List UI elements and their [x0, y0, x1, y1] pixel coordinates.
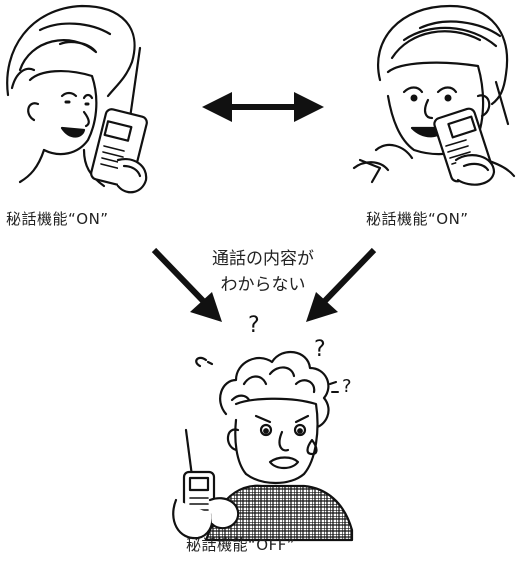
double-arrow-icon	[202, 92, 324, 122]
confused-man-with-radio-icon: ? ? ?	[172, 313, 354, 542]
svg-text:?: ?	[314, 337, 326, 362]
left-person-label: 秘話機能“ON”	[6, 210, 109, 228]
caption-line-2: わからない	[220, 275, 306, 295]
right-person-label: 秘話機能“ON”	[366, 210, 469, 228]
arrow-down-right-icon	[151, 247, 222, 322]
bottom-person-label: 秘話機能“OFF”	[186, 536, 296, 554]
svg-text:?: ?	[248, 313, 260, 338]
caption: 通話の内容が わからない	[204, 246, 322, 298]
man-with-radio-icon	[352, 4, 516, 186]
svg-text:?: ?	[342, 376, 352, 397]
woman-with-radio-icon	[6, 4, 148, 194]
arrow-down-left-icon	[306, 247, 377, 322]
caption-line-1: 通話の内容が	[212, 249, 314, 269]
